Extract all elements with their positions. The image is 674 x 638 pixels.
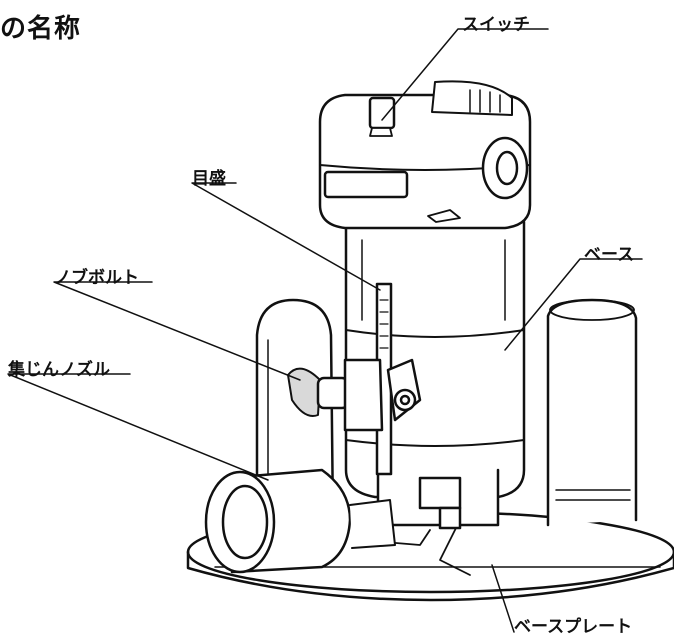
label-dust-nozzle: 集じんノズル xyxy=(8,360,110,380)
label-scale: 目盛 xyxy=(192,169,226,189)
scale-leader xyxy=(191,182,381,291)
right-grip xyxy=(546,298,638,527)
motor-housing xyxy=(318,80,532,230)
leader-lines xyxy=(7,28,643,633)
label-knob-bolt: ノブボルト xyxy=(54,268,139,288)
page-title: の名称 xyxy=(0,14,82,44)
knob-bolt-part xyxy=(287,358,422,432)
base-plate-leader xyxy=(491,564,515,633)
switch-leader xyxy=(381,28,549,121)
chuck-area xyxy=(359,468,500,546)
base-leader xyxy=(504,258,643,351)
dust-nozzle-part xyxy=(204,468,396,574)
switch-part xyxy=(368,96,396,137)
label-base-plate: ベースプレート xyxy=(514,617,633,637)
dust-nozzle-leader xyxy=(7,373,269,481)
label-base: ベース xyxy=(584,245,635,265)
label-switch: スイッチ xyxy=(462,15,530,35)
knob-bolt-leader xyxy=(53,281,301,381)
